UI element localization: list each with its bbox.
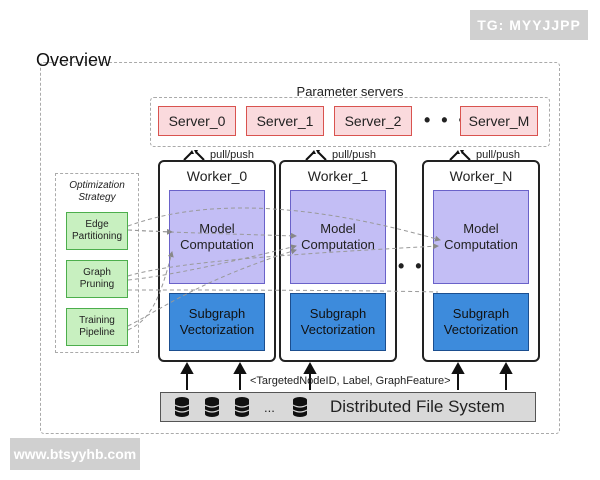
- bidirectional-arrow-icon: [449, 150, 471, 161]
- pull-push-0: pull/push: [182, 148, 254, 162]
- overview-title: Overview: [36, 50, 112, 70]
- servers-ellipsis: • • •: [424, 110, 468, 130]
- record-format-label: <TargetedNodeID, Label, GraphFeature>: [250, 375, 451, 387]
- distributed-file-system: [160, 392, 536, 422]
- graph-pruning: Graph Pruning: [66, 260, 128, 298]
- worker-1-subgraph-vectorization: Subgraph Vectorization: [290, 293, 386, 351]
- server-2: Server_2: [334, 106, 412, 136]
- worker-n-subgraph-vectorization: Subgraph Vectorization: [433, 293, 529, 351]
- worker-1-title: Worker_1: [307, 168, 369, 184]
- server-0: Server_0: [158, 106, 236, 136]
- database-icon: [234, 397, 250, 417]
- watermark-url: www.btsyyhb.com: [10, 438, 140, 470]
- dfs-ellipsis: ...: [264, 400, 275, 415]
- pull-push-label: pull/push: [210, 149, 255, 161]
- bidirectional-arrow-icon: [183, 150, 205, 161]
- worker-1-model-computation: Model Computation: [290, 190, 386, 284]
- parameter-servers-group: [150, 97, 550, 147]
- database-icon: [174, 397, 190, 417]
- database-icon: [204, 397, 220, 417]
- server-1: Server_1: [246, 106, 324, 136]
- database-icon: [292, 397, 308, 417]
- worker-0-model-computation: Model Computation: [169, 190, 265, 284]
- optimization-strategy-group: [55, 173, 139, 353]
- training-pipeline: Training Pipeline: [66, 308, 128, 346]
- bidirectional-arrow-icon: [305, 150, 327, 161]
- server-m: Server_M: [460, 106, 538, 136]
- worker-0-title: Worker_0: [186, 168, 248, 184]
- worker-n-model-computation: Model Computation: [433, 190, 529, 284]
- pull-push-n: pull/push: [448, 148, 520, 162]
- overview-frame: [40, 62, 560, 434]
- pull-push-label: pull/push: [332, 149, 377, 161]
- edge-partitioning: Edge Partitioning: [66, 212, 128, 250]
- worker-0-subgraph-vectorization: Subgraph Vectorization: [169, 293, 265, 351]
- worker-n-title: Worker_N: [449, 168, 513, 184]
- pull-push-1: pull/push: [304, 148, 376, 162]
- watermark-tag: TG: MYYJJPP: [470, 10, 588, 40]
- dfs-label: Distributed File System: [330, 397, 505, 416]
- pull-push-label: pull/push: [476, 149, 521, 161]
- optimization-strategy-title: Optimization Strategy: [69, 180, 125, 203]
- parameter-servers-label: Parameter servers: [296, 84, 404, 99]
